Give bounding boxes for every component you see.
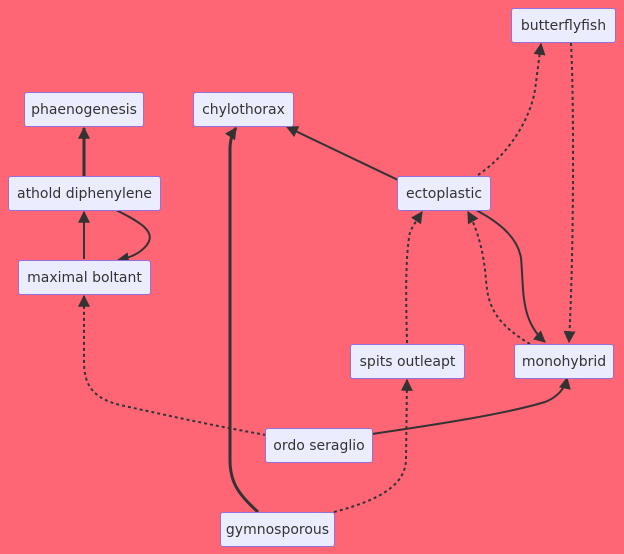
edge-ectoplastic-to-butterflyfish [477, 42, 546, 176]
edge-athold-diphenylene-loop [115, 209, 151, 265]
edge-monohybrid-to-ectoplastic [467, 210, 531, 345]
node-gymnosporous[interactable]: gymnosporous [220, 512, 335, 547]
node-butterflyfish[interactable]: butterflyfish [511, 8, 616, 43]
node-chylothorax[interactable]: chylothorax [193, 92, 294, 127]
node-phaenogenesis[interactable]: phaenogenesis [24, 92, 144, 127]
node-athold-diphenylene[interactable]: athold diphenylene [8, 176, 161, 211]
edge-gymnosporous-to-spits-outleapt [333, 378, 413, 513]
edge-gymnosporous-to-chylothorax [225, 127, 260, 514]
edge-spits-outleapt-to-ectoplastic [405, 211, 423, 344]
node-maximal-boltant[interactable]: maximal boltant [18, 260, 151, 295]
edge-ectoplastic-to-chylothorax [285, 126, 399, 181]
edge-butterflyfish-to-monohybrid [563, 42, 576, 344]
edge-ordo-seraglio-to-maximal-boltant [78, 294, 267, 436]
edge-ordo-seraglio-to-monohybrid [371, 376, 571, 435]
node-ectoplastic[interactable]: ectoplastic [397, 176, 491, 211]
edge-ectoplastic-to-monohybrid [475, 209, 546, 343]
node-ordo-seraglio[interactable]: ordo seraglio [265, 428, 373, 463]
node-spits-outleapt[interactable]: spits outleapt [350, 344, 465, 379]
node-monohybrid[interactable]: monohybrid [514, 344, 614, 379]
